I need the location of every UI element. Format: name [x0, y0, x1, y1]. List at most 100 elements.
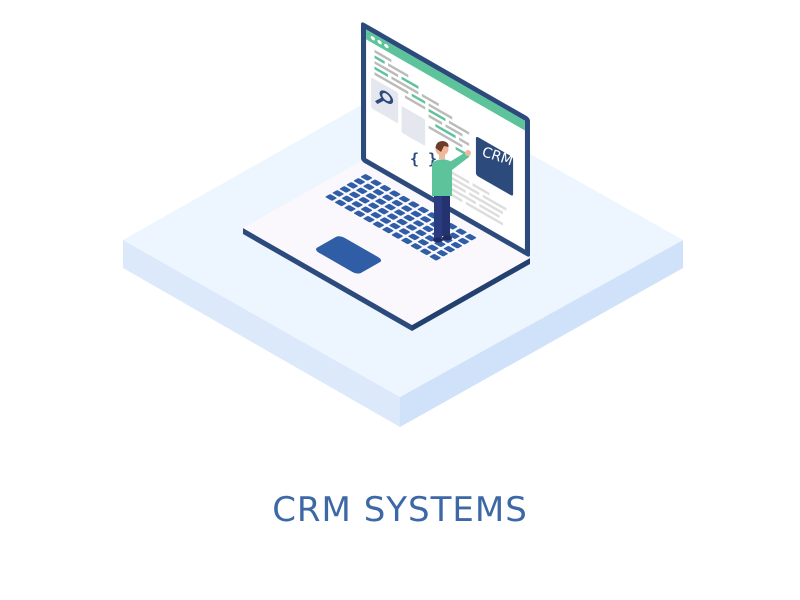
code-line	[388, 63, 409, 78]
keyboard-key	[342, 195, 354, 203]
keyboard-key	[415, 229, 427, 237]
keyboard-key	[403, 214, 415, 222]
keyboard-key	[353, 210, 365, 217]
browser-header-bar	[366, 29, 525, 131]
keyboard-key	[356, 187, 368, 194]
keyboard-key	[351, 201, 363, 208]
code-line	[374, 72, 409, 95]
keyboard-key	[391, 232, 403, 239]
code-line	[404, 95, 426, 110]
laptop-base	[243, 161, 530, 331]
keyboard-key	[332, 190, 344, 197]
keyboard-key	[401, 237, 413, 245]
keyboard-key	[361, 174, 373, 181]
keyboard-key	[396, 218, 408, 226]
keyboard-key	[377, 208, 389, 215]
keyboard-key	[335, 199, 347, 207]
keyboard-key	[375, 198, 387, 205]
code-line	[374, 49, 392, 63]
search-tile	[371, 77, 399, 123]
keyboard-key	[443, 246, 455, 253]
keyboard-key	[417, 239, 429, 246]
keyboard-key	[365, 193, 377, 200]
code-line	[391, 76, 419, 95]
keyboard-key	[363, 183, 375, 190]
keyboard-key	[346, 182, 358, 189]
keyboard-key	[372, 221, 384, 228]
keyboard-key	[344, 205, 356, 212]
keyboard-key	[420, 248, 432, 255]
keyboard-key	[422, 225, 434, 233]
keyboard-key	[465, 233, 477, 241]
braces-icon: { }	[410, 150, 437, 168]
keyboard-key	[361, 206, 373, 213]
window-dot-icon	[370, 36, 376, 41]
code-line	[469, 192, 503, 215]
code-line	[374, 60, 399, 78]
code-line	[445, 173, 480, 196]
keyboard-key	[408, 201, 420, 208]
keyboard-key	[401, 205, 413, 212]
code-line	[479, 203, 500, 219]
keyboard-key	[398, 228, 410, 235]
code-line	[374, 55, 385, 64]
crm-tile	[475, 136, 514, 196]
keyboard-key	[408, 233, 420, 241]
code-line	[465, 201, 503, 226]
code-line	[445, 124, 463, 137]
keyboard-key	[394, 209, 406, 216]
keyboard-key	[382, 194, 394, 201]
code-line	[428, 103, 453, 120]
keyboard-key	[450, 242, 462, 249]
keyboard-key	[379, 185, 391, 192]
page-title: CRM SYSTEMS	[272, 490, 528, 530]
keyboard-key	[387, 213, 399, 220]
keyboard-key	[389, 190, 401, 197]
code-line	[401, 76, 419, 89]
laptop-screen	[361, 22, 531, 257]
keyboard-key	[436, 250, 448, 257]
keyboard-key	[420, 216, 432, 223]
keyboard-key	[380, 217, 392, 224]
keyboard-key	[406, 224, 418, 231]
search-icon	[379, 90, 394, 104]
code-line	[428, 125, 463, 148]
window-dot-icon	[384, 43, 389, 49]
keyboard-key	[370, 212, 382, 219]
code-line	[482, 194, 507, 211]
keyboard-key	[368, 202, 380, 209]
keyboard-key	[455, 228, 467, 235]
keyboard-key	[389, 222, 401, 230]
keyboard-key	[382, 226, 394, 234]
keyboard-key	[429, 254, 441, 261]
code-line	[428, 114, 443, 125]
keyboard-key	[458, 237, 470, 245]
code-line	[472, 183, 490, 196]
code-line	[459, 137, 470, 147]
keyboard-key	[384, 203, 396, 211]
window-dot-icon	[377, 39, 382, 45]
keyboard-key	[372, 189, 384, 196]
code-line	[445, 184, 476, 205]
keyboard-key	[398, 195, 410, 203]
keyboard-key	[358, 197, 370, 204]
code-line	[435, 123, 456, 139]
keyboard-key	[370, 179, 382, 186]
trackpad	[316, 236, 382, 274]
code-line	[428, 108, 446, 122]
code-line	[411, 93, 426, 105]
keyboard-key	[410, 210, 422, 218]
keyboard-key	[417, 206, 429, 214]
person-figure	[432, 141, 471, 243]
keyboard-key	[353, 178, 365, 185]
keyboard-key	[410, 243, 422, 250]
keyboard-key	[363, 216, 375, 223]
keyboard-key	[448, 232, 460, 239]
keyboard-key	[325, 194, 337, 201]
code-line	[374, 66, 389, 78]
code-line	[421, 93, 439, 107]
keyboard-key	[349, 191, 361, 198]
code-tile	[401, 106, 426, 146]
keyboard-key	[413, 220, 425, 227]
